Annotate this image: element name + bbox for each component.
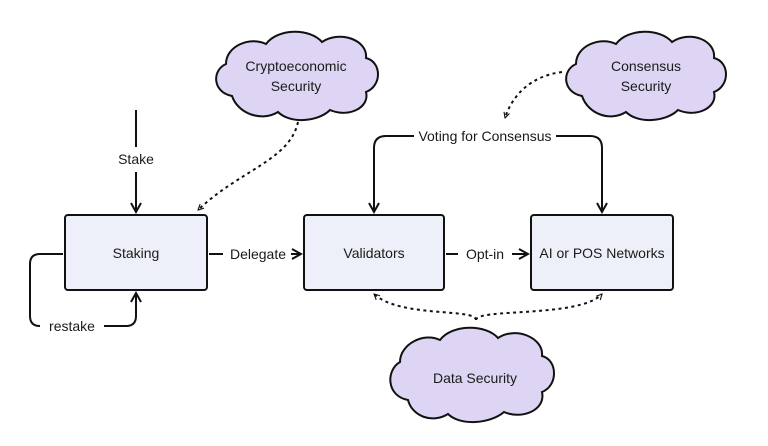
consensus-label-line1: Consensus bbox=[611, 58, 681, 74]
data-security-dashed-link-right bbox=[475, 294, 602, 321]
networks-label: AI or POS Networks bbox=[539, 245, 664, 261]
cryptoeconomic-security-cloud: Cryptoeconomic Security bbox=[215, 30, 379, 121]
staking-label: Staking bbox=[113, 245, 160, 261]
restake-label: restake bbox=[49, 318, 95, 334]
networks-node: AI or POS Networks bbox=[530, 214, 674, 291]
cryptoeconomic-dashed-link bbox=[198, 121, 299, 210]
stake-edge: Stake bbox=[118, 110, 154, 212]
consensus-dashed-link bbox=[505, 71, 563, 118]
restake-edge: restake bbox=[29, 253, 136, 334]
delegate-label: Delegate bbox=[230, 246, 286, 262]
validators-node: Validators bbox=[303, 214, 445, 291]
data-security-dashed-link-left bbox=[374, 294, 477, 321]
delegate-edge: Delegate bbox=[209, 246, 301, 262]
stake-label: Stake bbox=[118, 151, 154, 167]
optin-label: Opt-in bbox=[466, 246, 504, 262]
data-security-cloud: Data Security bbox=[389, 326, 555, 424]
consensus-label-line2: Security bbox=[621, 78, 672, 94]
optin-edge: Opt-in bbox=[446, 246, 528, 262]
voting-edge: Voting for Consensus bbox=[374, 128, 602, 212]
consensus-security-cloud: Consensus Security bbox=[565, 30, 727, 121]
validators-label: Validators bbox=[343, 245, 404, 261]
staking-node: Staking bbox=[64, 214, 208, 291]
voting-label: Voting for Consensus bbox=[418, 128, 551, 144]
cryptoeconomic-label-line1: Cryptoeconomic bbox=[245, 58, 346, 74]
data-security-label: Data Security bbox=[433, 370, 517, 386]
cryptoeconomic-label-line2: Security bbox=[271, 78, 322, 94]
